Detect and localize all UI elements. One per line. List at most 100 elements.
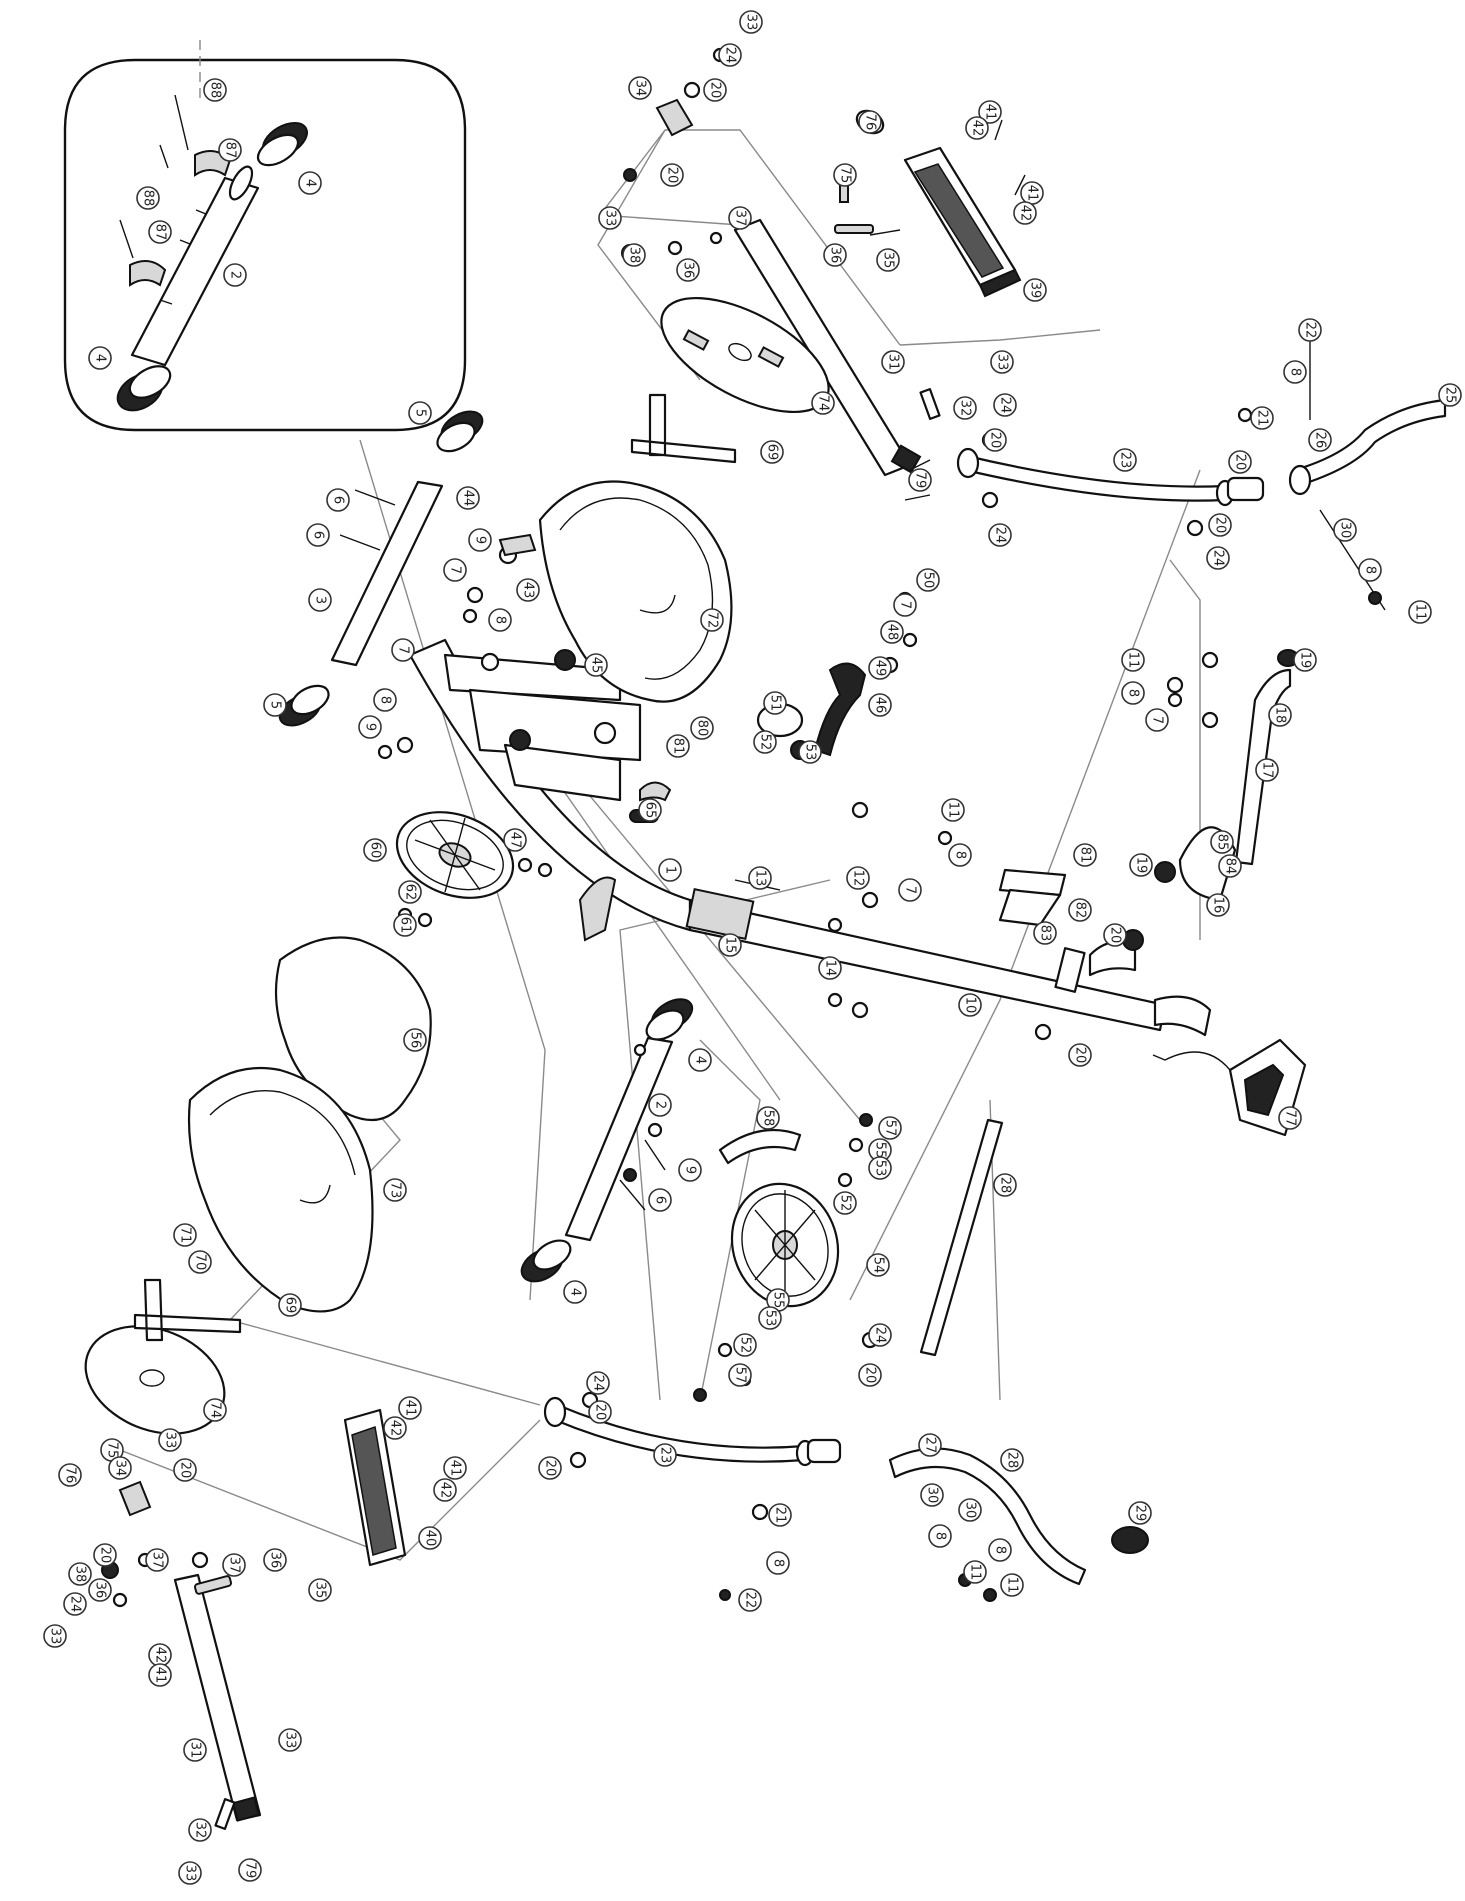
part-callout-82: 82 [1068, 898, 1092, 922]
callout-label: 30 [925, 1487, 940, 1504]
callout-circle [868, 1323, 892, 1347]
callout-circle [306, 523, 330, 547]
callout-circle [880, 620, 904, 644]
part-callout-9: 9 [678, 1158, 702, 1182]
callout-label: 11 [946, 802, 961, 819]
callout-circle [1308, 428, 1332, 452]
callout-label: 8 [771, 1559, 786, 1567]
callout-label: 34 [633, 80, 648, 97]
part-callout-7: 7 [898, 878, 922, 902]
callout-label: 24 [68, 1596, 83, 1613]
callout-label: 77 [1283, 1110, 1298, 1127]
callout-circle [703, 78, 727, 102]
part-callout-20: 20 [1068, 1043, 1092, 1067]
callout-circle [748, 866, 772, 890]
callout-circle [993, 393, 1017, 417]
hub-bracket-top [655, 98, 694, 137]
callout-label: 5 [268, 701, 283, 709]
callout-label: 27 [923, 1437, 938, 1454]
part-callout-29: 29 [1128, 1501, 1152, 1525]
callout-circle [598, 206, 622, 230]
callout-label: 25 [1443, 387, 1458, 404]
part-callout-38: 38 [622, 243, 646, 267]
part-callout-20: 20 [703, 78, 727, 102]
part-callout-3: 3 [308, 588, 332, 612]
part-callout-41: 41 [978, 100, 1002, 124]
callout-circle [1000, 1448, 1024, 1472]
part-callout-79: 79 [238, 1858, 262, 1882]
callout-circle [948, 843, 972, 867]
callout-circle [93, 1543, 117, 1567]
callout-label: 33 [744, 14, 759, 31]
callout-label: 40 [423, 1530, 438, 1547]
callout-label: 69 [765, 444, 780, 461]
part-callout-33: 33 [739, 10, 763, 34]
part-callout-11: 11 [1121, 648, 1145, 672]
part-callout-7: 7 [1145, 708, 1169, 732]
callout-circle [1438, 383, 1462, 407]
callout-label: 79 [913, 472, 928, 489]
callout-label: 37 [733, 210, 748, 227]
inset-end-cap-top [256, 121, 308, 167]
callout-circle [443, 558, 467, 582]
part-callout-17: 17 [1255, 758, 1279, 782]
callout-circle [846, 866, 870, 890]
part-callout-36: 36 [88, 1578, 112, 1602]
callout-circle [308, 588, 332, 612]
flywheel [395, 811, 515, 899]
callout-circle [868, 656, 892, 680]
callout-circle [638, 798, 662, 822]
callout-label: 38 [73, 1566, 88, 1583]
callout-circle [488, 608, 512, 632]
part-callout-33: 33 [158, 1428, 182, 1452]
callout-label: 24 [998, 397, 1013, 414]
part-callout-30: 30 [920, 1483, 944, 1507]
part-callout-20: 20 [1103, 923, 1127, 947]
callout-circle [148, 1663, 172, 1687]
part-callout-50: 50 [916, 568, 940, 592]
part-callout-57: 57 [878, 1116, 902, 1140]
part-callout-26: 26 [1308, 428, 1332, 452]
part-callout-24: 24 [586, 1371, 610, 1395]
part-callout-20: 20 [588, 1400, 612, 1424]
part-callout-4: 4 [88, 346, 112, 370]
callout-label: 85 [1215, 834, 1230, 851]
callout-label: 72 [705, 612, 720, 629]
callout-label: 82 [1073, 902, 1088, 919]
callout-label: 65 [643, 802, 658, 819]
part-callout-88: 88 [136, 186, 160, 210]
part-callout-37: 37 [145, 1548, 169, 1572]
part-callout-81: 81 [666, 734, 690, 758]
callout-label: 75 [838, 167, 853, 184]
callout-label: 20 [665, 167, 680, 184]
part-callout-5: 5 [408, 401, 432, 425]
callout-label: 51 [768, 695, 783, 712]
part-callout-47: 47 [503, 828, 527, 852]
callout-label: 10 [963, 997, 978, 1014]
callout-label: 30 [963, 1502, 978, 1519]
part-callout-75: 75 [100, 1438, 124, 1462]
callout-circle [868, 693, 892, 717]
callout-circle [766, 1551, 790, 1575]
callout-label: 42 [388, 1420, 403, 1437]
callout-circle [768, 1503, 792, 1527]
part-callout-8: 8 [488, 608, 512, 632]
callout-label: 70 [193, 1254, 208, 1271]
callout-label: 18 [1273, 707, 1288, 724]
part-callout-42: 42 [148, 1643, 172, 1667]
part-callout-55: 55 [868, 1138, 892, 1162]
callout-circle [876, 248, 900, 272]
callout-label: 5 [413, 409, 428, 417]
part-callout-40: 40 [418, 1526, 442, 1550]
part-callout-24: 24 [993, 393, 1017, 417]
part-callout-12: 12 [846, 866, 870, 890]
callout-label: 58 [761, 1110, 776, 1127]
callout-label: 24 [993, 527, 1008, 544]
callout-circle [1068, 898, 1092, 922]
part-callout-38: 38 [68, 1562, 92, 1586]
part-callout-35: 35 [308, 1578, 332, 1602]
callout-label: 20 [1233, 454, 1248, 471]
part-callout-14: 14 [818, 956, 842, 980]
part-callout-69: 69 [760, 440, 784, 464]
